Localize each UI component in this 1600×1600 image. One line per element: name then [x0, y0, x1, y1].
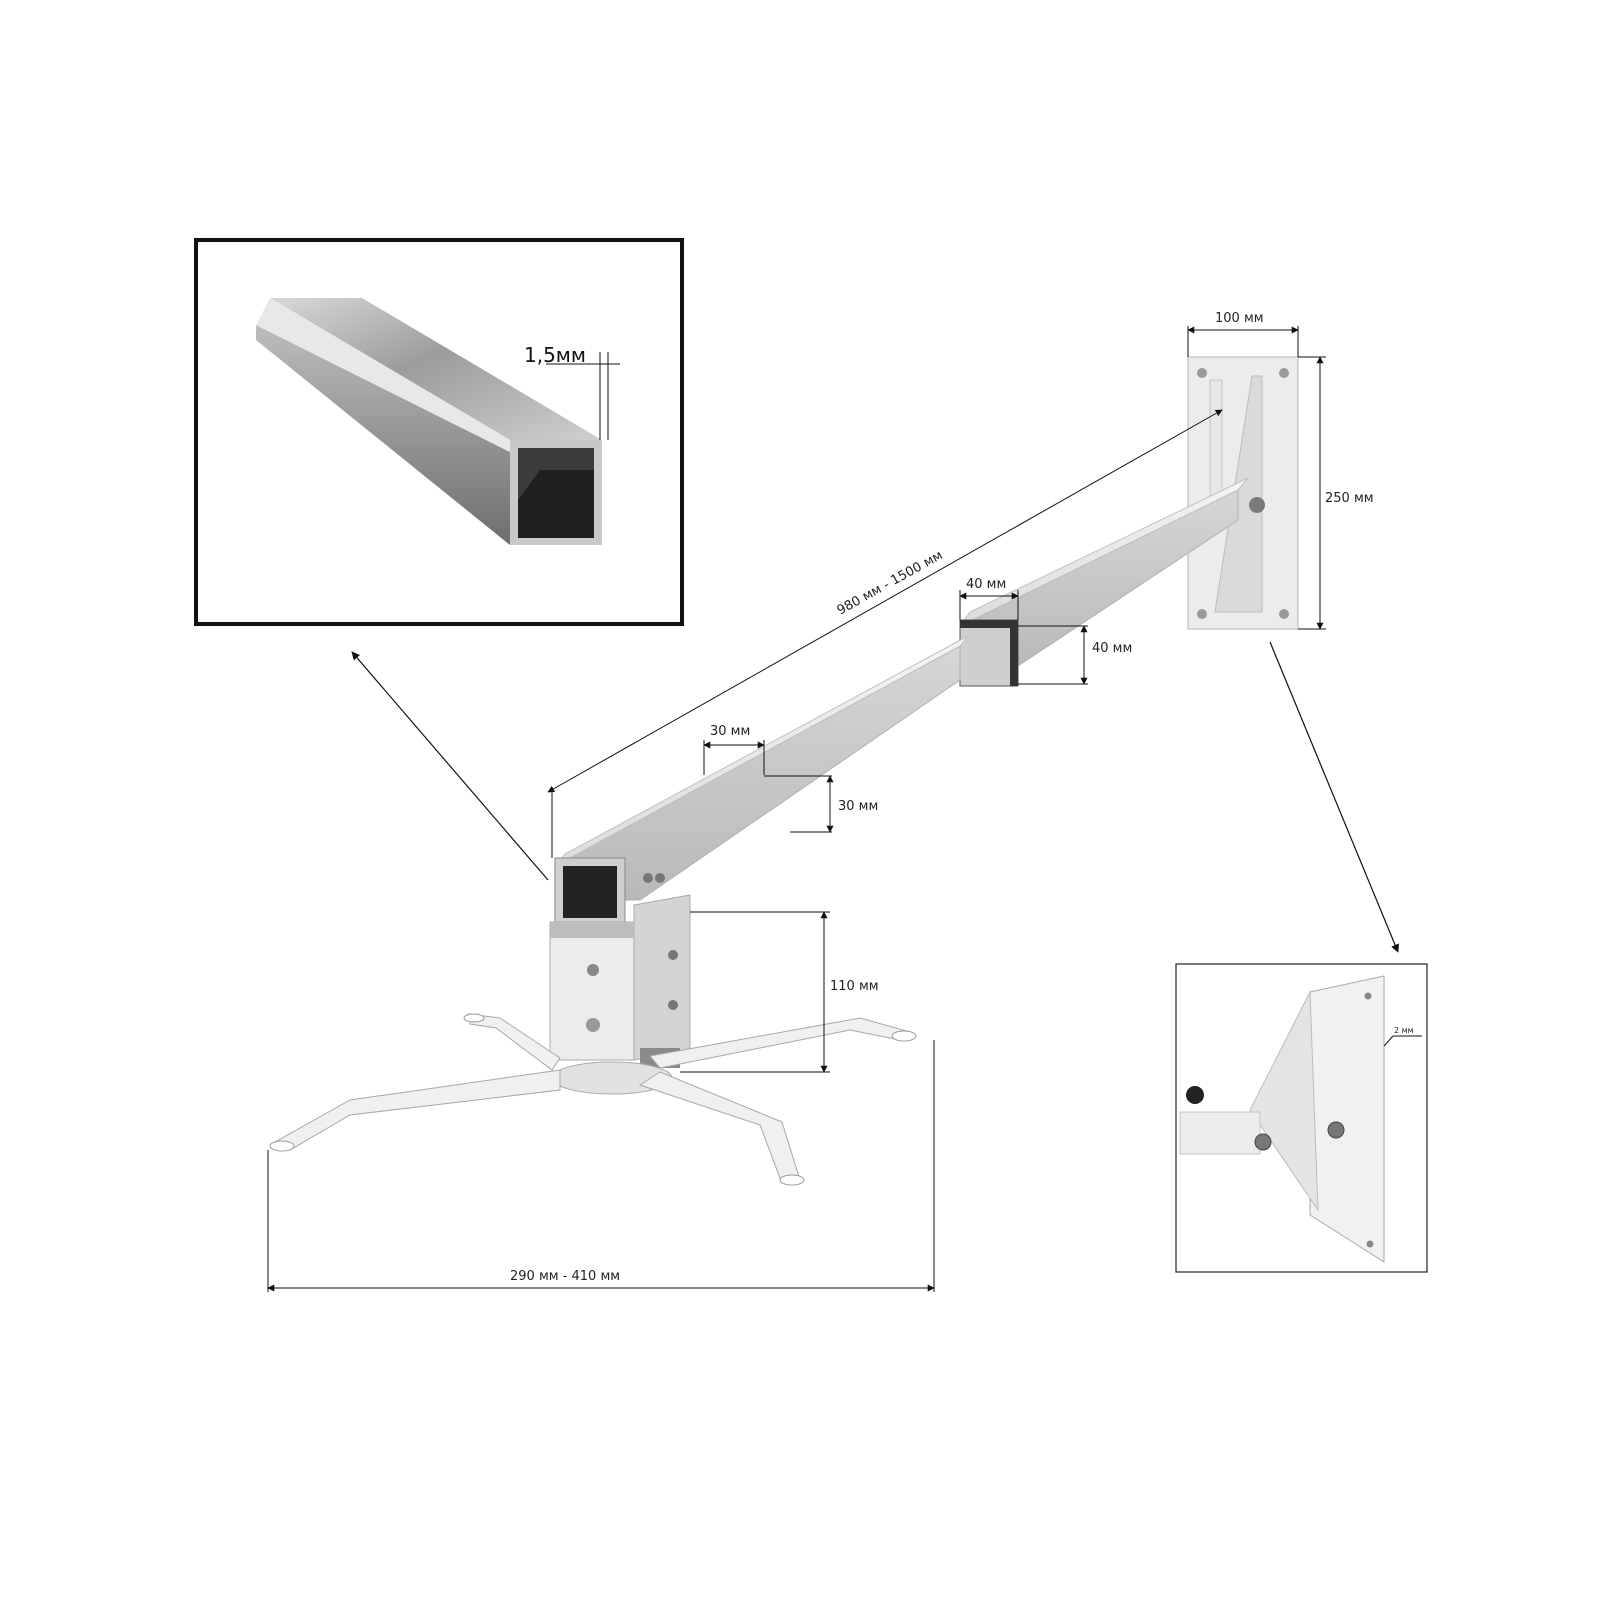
bolt-icon [1254, 1133, 1272, 1151]
tube-side-face [256, 325, 510, 545]
screw-icon [668, 1000, 678, 1010]
knob-icon [587, 964, 599, 976]
tube-joint-sleeve [959, 619, 1019, 687]
tube-edge [256, 298, 510, 452]
plate-width-label: 100 мм [1215, 311, 1264, 326]
bracket-detail-inset: 2 мм [1175, 963, 1428, 1273]
mount-hole-icon [1279, 609, 1289, 619]
dimension-outer-height: 40 мм [1018, 625, 1132, 685]
outer-width-label: 40 мм [966, 577, 1006, 592]
head-block [549, 894, 691, 1068]
dimension-outer-width: 40 мм [959, 577, 1019, 620]
tube-profile-inset: 1,5мм [194, 238, 684, 626]
mount-hole-icon [1197, 609, 1207, 619]
mount-hole-icon [1197, 368, 1207, 378]
spider-leg [467, 1013, 561, 1071]
spider-leg [273, 1069, 561, 1151]
dimension-inner-height: 30 мм [764, 775, 878, 833]
detail-leader-line [1269, 641, 1399, 953]
inner-height-label: 30 мм [838, 799, 878, 814]
bolt-icon [1327, 1121, 1345, 1139]
mount-hole-icon [1279, 368, 1289, 378]
inner-tube [554, 635, 969, 927]
inner-tube-hollow [563, 866, 617, 918]
spider-base [269, 1013, 917, 1186]
arm-length-label: 980 мм - 1500 мм [835, 548, 946, 619]
mount-hole-icon [1366, 1240, 1374, 1248]
outer-height-label: 40 мм [1092, 641, 1132, 656]
knob-icon [1249, 497, 1265, 513]
dimension-inner-width: 30 мм [703, 724, 765, 775]
plate-height-label: 250 мм [1325, 491, 1374, 506]
tube-thickness-label: 1,5мм [524, 343, 586, 367]
screw-icon [655, 873, 665, 883]
dimension-plate-height: 250 мм [1298, 356, 1374, 630]
head-block-front [549, 921, 635, 1061]
head-height-label: 110 мм [830, 979, 879, 994]
dimension-plate-width: 100 мм [1187, 311, 1299, 357]
mount-hole-icon [1364, 992, 1372, 1000]
spider-leg [638, 1071, 801, 1181]
screw-icon [643, 873, 653, 883]
spider-span-label: 290 мм - 410 мм [510, 1269, 620, 1284]
screw-icon [668, 950, 678, 960]
dimension-spider-span: 290 мм - 410 мм [267, 1040, 935, 1292]
tube-top-face [270, 298, 602, 440]
dimension-head-height: 110 мм [680, 911, 879, 1073]
plate-thickness-label: 2 мм [1394, 1026, 1414, 1035]
inset-leader-line [351, 651, 549, 881]
wall-plate [1187, 356, 1299, 630]
inner-width-label: 30 мм [710, 724, 750, 739]
wing-nut-icon [586, 1018, 600, 1032]
knob-icon [1186, 1086, 1204, 1104]
